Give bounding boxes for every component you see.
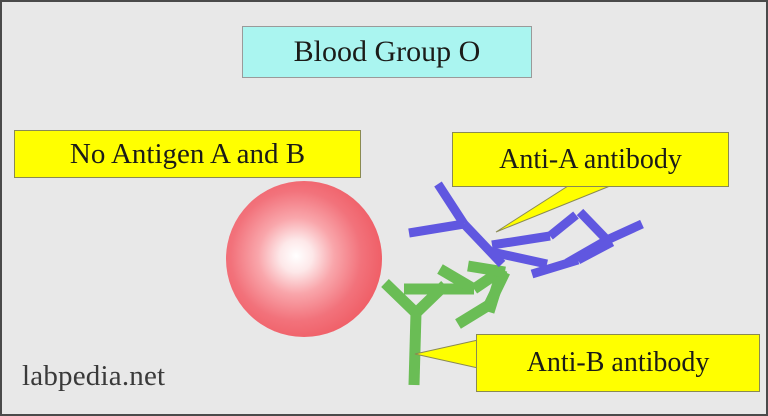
anti-a-antibody-group <box>408 181 644 279</box>
anti-a-antibody <box>408 181 506 268</box>
anti-a-callout-box: Anti-A antibody <box>452 132 729 187</box>
anti-b-callout-box: Anti-B antibody <box>476 334 760 392</box>
anti-a-label: Anti-A antibody <box>499 143 682 175</box>
anti-b-label: Anti-B antibody <box>526 347 710 378</box>
no-antigen-label-box: No Antigen A and B <box>14 130 361 178</box>
anti-b-callout-tail <box>414 339 479 369</box>
anti-a-antibody <box>491 211 579 269</box>
anti-b-antibody-group <box>381 260 510 386</box>
anti-a-antibody <box>530 238 615 279</box>
red-blood-cell <box>226 181 382 337</box>
anti-b-antibody <box>381 279 449 386</box>
no-antigen-label: No Antigen A and B <box>69 137 306 170</box>
title-box: Blood Group O <box>242 26 532 78</box>
anti-b-antibody <box>455 260 510 329</box>
watermark: labpedia.net <box>22 360 166 392</box>
page-title: Blood Group O <box>293 35 481 68</box>
